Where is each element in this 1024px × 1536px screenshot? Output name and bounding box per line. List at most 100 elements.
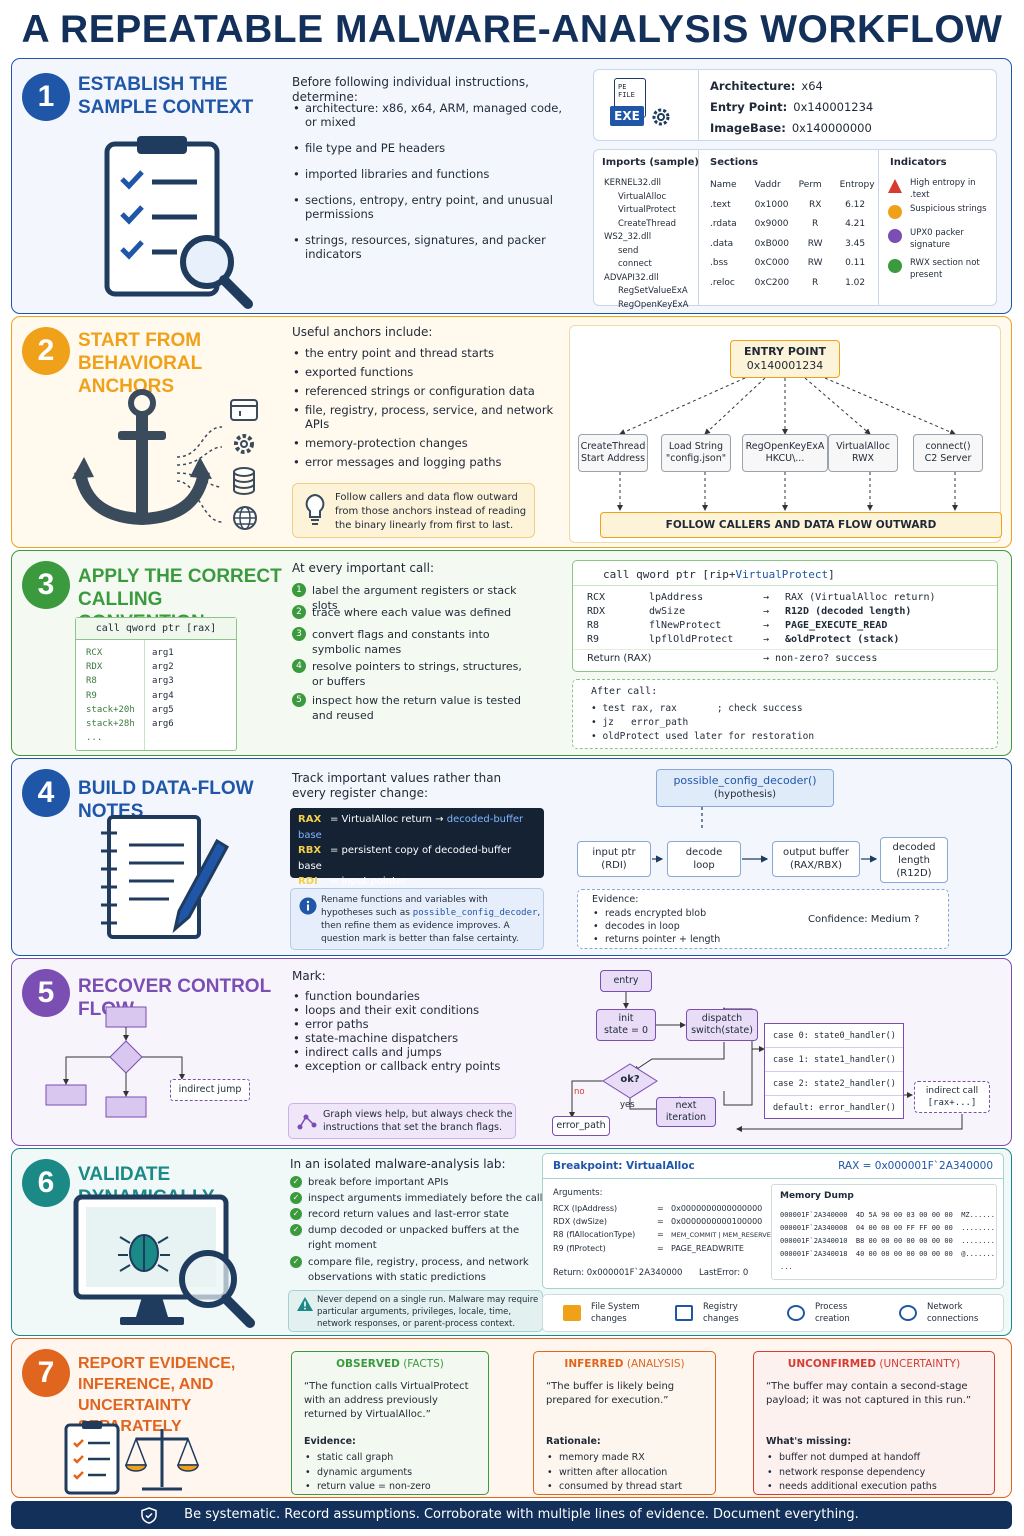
cfg-next-label: next [675, 1100, 697, 1111]
sections-cell: .reloc [710, 277, 735, 288]
indirect-jump-box: indirect jump [170, 1079, 250, 1101]
pe-header-key: Entry Point: [710, 100, 788, 114]
section-7-heading: REPORT EVIDENCE, INFERENCE, AND UNCERTAI… [78, 1355, 236, 1435]
clipboard-search-icon [104, 136, 253, 309]
report-column: OBSERVED (FACTS)“The function calls Virt… [291, 1351, 489, 1495]
monitor-bug-search-icon [73, 1194, 255, 1328]
s5-bullet: exception or callback entry points [292, 1059, 574, 1073]
cc-arg: arg2 [152, 662, 174, 673]
indicator-item: Suspicious strings [886, 204, 996, 232]
note-code: possible_config_decoder [412, 908, 538, 918]
arrow-icon: → [763, 620, 770, 631]
evidence-item: reads encrypted blob [592, 907, 792, 920]
cfg-init-sub: state = 0 [603, 1025, 649, 1036]
sections-cell: 0x1000 [754, 199, 789, 210]
step-badge-3: 3 [22, 561, 70, 609]
call-arg-param: flNewProtect [649, 620, 722, 631]
breakpoint-rax: RAX = 0x000001F`2A340000 [838, 1160, 993, 1172]
after-call-line: • jz error_path [591, 716, 814, 730]
s2-bullet: file, registry, process, service, and ne… [292, 403, 574, 431]
report-column-title-tag: (ANALYSIS) [623, 1358, 685, 1370]
call-arg-param: dwSize [649, 606, 686, 617]
report-column-list: static call graphdynamic argumentsreturn… [304, 1451, 482, 1495]
report-column-list: buffer not dumped at handoffnetwork resp… [766, 1451, 988, 1495]
dataflow-box-line1: output buffer [782, 847, 849, 858]
call-arg-source: RAX (VirtualAlloc return) [785, 592, 936, 603]
s5-bullet: error paths [292, 1017, 574, 1031]
cc-register: stack+20h [86, 704, 135, 715]
pe-file-icon-text: PE FILE [618, 83, 635, 99]
pe-header-row: ImageBase:0x140000000 [710, 118, 873, 139]
folder-icon [563, 1305, 581, 1321]
indicator-item: RWX section not present [886, 258, 996, 286]
report-column: INFERRED (ANALYSIS)“The buffer is likely… [533, 1351, 716, 1495]
call-arg-register: RDX [587, 606, 606, 617]
window-icon [230, 399, 258, 421]
indicator-text: Suspicious strings [910, 204, 987, 214]
s6-intro: In an isolated malware-analysis lab: [290, 1157, 506, 1171]
report-column-quote: “The buffer may contain a second-stage p… [766, 1381, 972, 1406]
memory-dump-line: ... [780, 1263, 793, 1271]
step-badge-4: 4 [22, 769, 70, 817]
observation-sub: connections [927, 1314, 979, 1324]
bp-arg-row: RCX (lpAddress)=0x0000000000000000 [553, 1202, 771, 1215]
anchor-box-sub: RWX [851, 453, 875, 464]
section-1-heading: ESTABLISH THE SAMPLE CONTEXT [78, 74, 254, 118]
s5-bullet: function boundaries [292, 989, 574, 1003]
cfg-arrows [569, 992, 963, 1132]
check-icon: ✓ [290, 1256, 302, 1268]
sections-cell: 0xC200 [754, 277, 790, 288]
switch-case: default: error_handler() [773, 1103, 896, 1113]
switch-case: case 1: state1_handler() [765, 1048, 903, 1072]
cc-register: RCX [86, 648, 103, 658]
note-text-a: Rename functions and variables with hypo… [321, 895, 488, 918]
cc-register: RDX [86, 662, 103, 673]
s6-check-text: record return values and last-error stat… [308, 1209, 509, 1220]
s5-bullet: loops and their exit conditions [292, 1003, 574, 1017]
indicator-text: High entropy in .text [910, 178, 976, 200]
cc-arg: arg5 [152, 704, 174, 715]
report-column-item: static call graph [304, 1451, 482, 1466]
report-column-item: written after allocation [546, 1466, 709, 1481]
gear-icon [787, 1305, 805, 1321]
step-number-badge: 4 [292, 659, 306, 673]
import-function: VirtualAlloc [618, 191, 667, 202]
sections-col-header: Entropy [839, 180, 875, 190]
step-badge-6: 6 [22, 1159, 70, 1207]
warning-icon [297, 1297, 313, 1311]
report-column-subtitle: What's missing: [766, 1436, 852, 1447]
s3-step-text: trace where each value was defined [312, 606, 512, 619]
bp-arg-eq: = [657, 1230, 664, 1239]
pe-header-key: Architecture: [710, 79, 796, 93]
bp-arg-name: RDX (dwSize) [553, 1217, 608, 1226]
bp-arg-value: 0x0000000000000000 [671, 1204, 763, 1213]
s5-intro: Mark: [292, 969, 326, 983]
return-value: → non-zero? success [763, 653, 878, 664]
s1-bullet: strings, resources, signatures, and pack… [292, 233, 574, 261]
anchor-box-sub: Start Address [580, 453, 646, 464]
evidence-list: reads encrypted blobdecodes in loopretur… [592, 907, 792, 946]
call-function: VirtualProtect [735, 568, 829, 581]
sections-cell: 6.12 [845, 199, 866, 210]
section-2: 2 START FROM BEHAVIORAL ANCHORS Useful a… [11, 316, 1012, 548]
memory-dump-line: 000001F`2A340000 4D 5A 90 00 03 00 00 00… [780, 1211, 995, 1219]
globe-icon [899, 1305, 917, 1321]
step-badge-5: 5 [22, 969, 70, 1017]
call-arg-param: lpAddress [649, 592, 704, 603]
report-column-subtitle: Rationale: [546, 1436, 601, 1447]
report-column-item: buffer not dumped at handoff [766, 1451, 988, 1466]
report-column-item: consumed by thread start [546, 1480, 709, 1495]
import-function: connect [618, 259, 652, 269]
s6-check-text: compare file, registry, process, and net… [308, 1257, 529, 1283]
cfg-decision [602, 1063, 658, 1099]
cc-register: R8 [86, 676, 97, 687]
pe-header-value: 0x140000000 [791, 121, 872, 135]
register-desc: = persistent copy of decoded-buffer base [298, 845, 512, 872]
sections-cell: 1.02 [845, 277, 866, 288]
